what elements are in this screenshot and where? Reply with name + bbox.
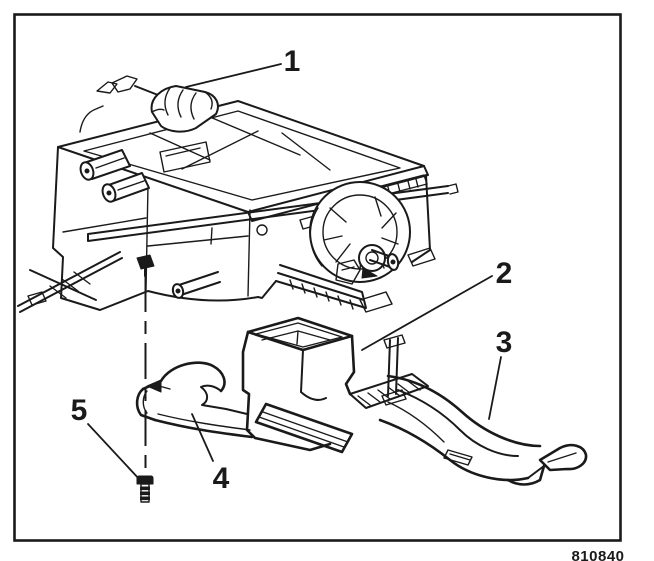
callout-1-label: 1 (284, 45, 301, 78)
diagram-border (13, 13, 622, 542)
figure-number: 810840 (571, 548, 624, 561)
callout-4-label: 4 (213, 462, 230, 495)
left-floor-duct-part-4 (135, 361, 254, 439)
mounting-nut (136, 254, 155, 270)
callout-2: 2 (361, 257, 513, 351)
alignment-centerline (136, 254, 171, 478)
callout-3-leader (488, 356, 502, 420)
mounting-strips (275, 264, 393, 313)
right-floor-duct-part-3 (378, 334, 588, 486)
lower-pipe (171, 271, 221, 299)
callout-1-leader (185, 63, 282, 88)
lower-left-brackets (17, 251, 123, 313)
callout-4: 4 (191, 413, 230, 495)
callout-2-label: 2 (496, 257, 513, 290)
vacuum-actuator-part-1 (150, 85, 219, 133)
callout-3: 3 (488, 326, 513, 420)
callout-3-label: 3 (496, 326, 513, 359)
wiring-harness (79, 75, 159, 133)
heater-module-assembly (17, 75, 459, 313)
callout-5-leader (87, 423, 141, 481)
heater-core-tubes (79, 149, 150, 203)
callout-4-leader (191, 413, 214, 462)
callout-5: 5 (71, 394, 141, 481)
callout-5-label: 5 (71, 394, 88, 427)
callout-1: 1 (185, 45, 301, 88)
center-distribution-duct-part-2 (241, 316, 429, 454)
callout-2-leader (361, 275, 493, 351)
blower-housing (309, 181, 411, 285)
